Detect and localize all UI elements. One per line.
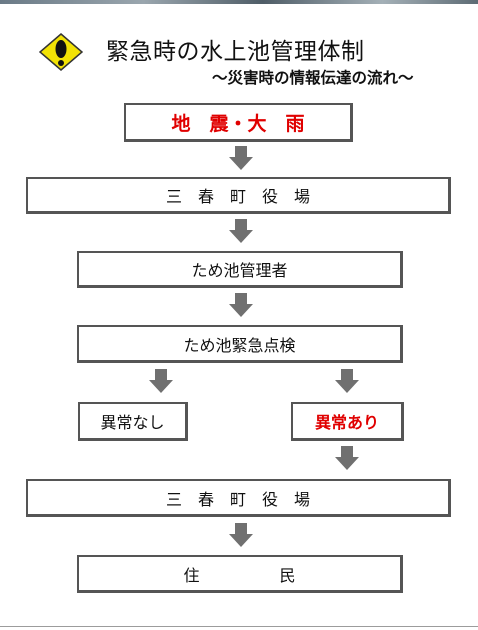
arrow-down-1	[229, 146, 253, 170]
inspection-box: ため池緊急点検	[77, 325, 403, 363]
bottom-divider	[0, 626, 478, 627]
warning-diamond-icon	[39, 33, 83, 71]
pond-manager-box: ため池管理者	[77, 251, 403, 288]
page-title: 緊急時の水上池管理体制	[106, 39, 365, 65]
arrow-down-left	[149, 369, 173, 393]
trigger-label: 地 震・大 雨	[171, 112, 305, 135]
page-subtitle: ～災害時の情報伝達の流れ～	[212, 69, 414, 87]
inspection-label: ため池緊急点検	[183, 335, 296, 355]
trigger-box: 地 震・大 雨	[124, 103, 353, 142]
arrow-down-right	[335, 369, 359, 393]
abnormality-label: 異常あり	[314, 413, 379, 432]
no-abnormality-box: 異常なし	[78, 402, 188, 441]
arrow-down-4	[335, 446, 359, 470]
arrow-down-5	[229, 523, 253, 547]
residents-box: 住 民	[77, 555, 403, 593]
arrow-down-2	[229, 219, 253, 243]
residents-label: 住 民	[183, 565, 296, 585]
arrow-down-3	[229, 293, 253, 317]
town-office-label-2: 三 春 町 役 場	[165, 489, 310, 509]
pond-manager-label: ため池管理者	[191, 261, 288, 280]
town-office-box-1: 三 春 町 役 場	[26, 177, 451, 214]
abnormality-box: 異常あり	[291, 402, 404, 441]
town-office-box-2: 三 春 町 役 場	[26, 479, 451, 517]
town-office-label-1: 三 春 町 役 場	[165, 187, 310, 206]
top-decorative-bar	[0, 0, 478, 4]
no-abnormality-label: 異常なし	[100, 413, 165, 432]
